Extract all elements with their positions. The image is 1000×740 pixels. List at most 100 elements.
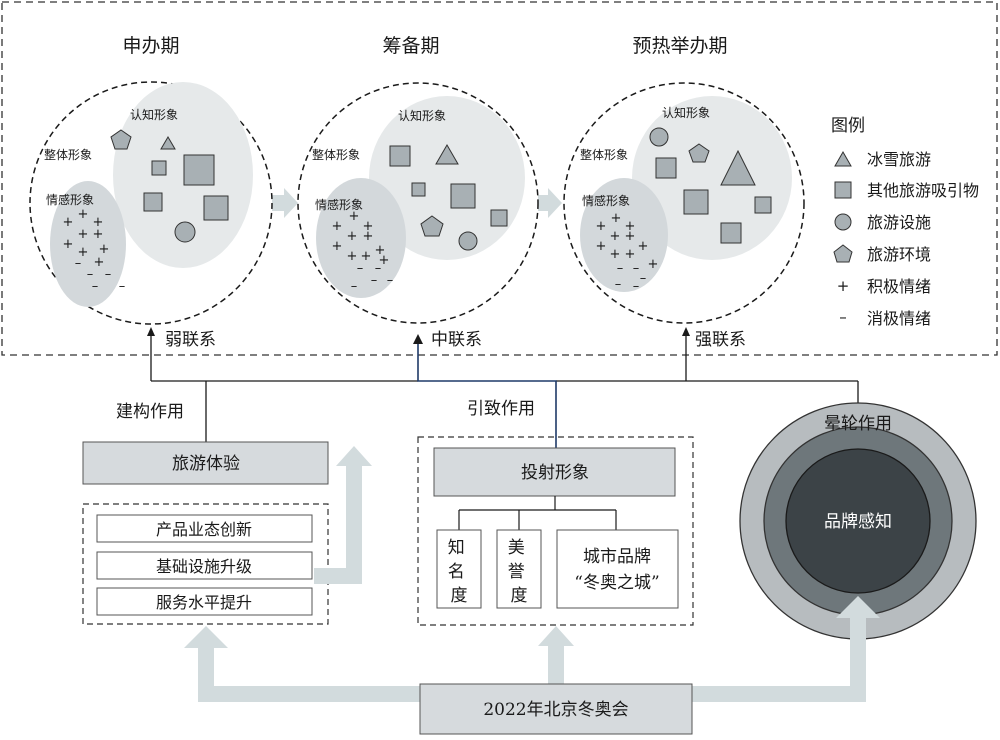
svg-text:+: + [638, 239, 649, 254]
svg-text:+: + [379, 253, 390, 268]
svg-text:+: + [611, 211, 622, 226]
stage-s2-cognitive-label: 认知形象 [398, 109, 446, 123]
cognitive-ellipse [632, 96, 792, 260]
svg-text:+: + [363, 229, 374, 244]
square-icon [143, 192, 163, 212]
stage-circle-s1: + ++ ++ ++ + + – –– –– [29, 81, 273, 325]
svg-text:+: + [375, 243, 386, 258]
svg-text:+: + [332, 239, 343, 254]
svg-text:–: – [119, 279, 126, 294]
svg-text:–: – [375, 261, 382, 276]
svg-text:–: – [357, 261, 364, 276]
tourism-experience-label: 旅游体验 [172, 454, 240, 474]
projected-group-frame [417, 436, 694, 626]
connection-lines [147, 327, 859, 442]
svg-text:+: + [361, 249, 372, 264]
svg-text:+: + [349, 209, 360, 224]
experience-item-label: 基础设施升级 [156, 557, 252, 576]
plus-icon: + [837, 277, 850, 295]
svg-text:+: + [596, 239, 607, 254]
experience-item-box [96, 514, 313, 543]
square-icon [834, 181, 852, 199]
triangle-icon [435, 144, 459, 165]
emotion-marks: + ++ ++ ++ ++ –– + –– – [332, 209, 394, 294]
induce-line [417, 340, 557, 448]
svg-text:+: + [78, 245, 89, 260]
svg-text:–: – [615, 277, 622, 292]
stage-s3-emotional-label: 情感形象 [582, 193, 630, 208]
projected-image-box [433, 447, 676, 497]
construct-label: 建构作用 [116, 402, 184, 422]
stage-circle-s3: + ++ ++ ++ ++ –– + – –– [563, 82, 805, 324]
svg-text:–: – [87, 267, 94, 282]
svg-text:+: + [78, 207, 89, 222]
svg-text:–: – [105, 267, 112, 282]
svg-text:–: – [640, 271, 647, 286]
stage-s3-overall-label: 整体形象 [580, 147, 628, 162]
olympics-arrow-left-shape [184, 626, 420, 702]
svg-text:+: + [596, 219, 607, 234]
stage-s2-overall-label: 整体形象 [312, 147, 360, 162]
svg-text:–: – [633, 261, 640, 276]
svg-text:+: + [63, 237, 74, 252]
olympics-box [419, 683, 693, 735]
square-icon [720, 222, 742, 244]
pentagon-icon [688, 143, 710, 163]
olympics-arrow-up [538, 626, 574, 686]
stage-s1-emotional-label: 情感形象 [46, 192, 94, 207]
triangle-icon [834, 150, 852, 167]
city-brand-box [556, 529, 679, 609]
pentagon-icon [420, 215, 444, 237]
feedback-arrow [314, 446, 372, 584]
fame-char: 度 [451, 586, 468, 606]
square-icon [203, 195, 229, 221]
svg-text:+: + [63, 215, 74, 230]
stage-arrow-2 [538, 188, 562, 218]
link-label-weak: 弱联系 [165, 330, 216, 350]
circle-icon [174, 221, 196, 243]
stage-title-s3: 预热举办期 [632, 35, 727, 57]
stage-s2-emotional-label: 情感形象 [315, 197, 363, 212]
stage-arrow-1 [272, 188, 298, 218]
svg-text:+: + [363, 219, 374, 234]
fame-char: 知 [448, 538, 465, 558]
emotional-ellipse [50, 181, 126, 307]
reputation-char: 誉 [508, 562, 525, 582]
experience-item-label: 服务水平提升 [156, 593, 252, 612]
legend: 图例 冰雪旅游 其他旅游吸引物 旅游设施 旅游环境 + 积极情绪 – 消极情绪 [831, 116, 979, 328]
city-brand-line2: “冬奥之城” [574, 573, 659, 593]
legend-item-label: 消极情绪 [867, 309, 931, 328]
svg-text:–: – [633, 279, 640, 294]
experience-item-box [96, 587, 313, 616]
olympics-arrow-right [692, 596, 880, 702]
experience-group-frame [82, 503, 329, 625]
circle-icon [649, 127, 669, 147]
square-icon [183, 154, 215, 186]
emotional-ellipse [580, 178, 668, 292]
brand-perception-label: 品牌感知 [824, 512, 892, 532]
svg-text:+: + [625, 247, 636, 262]
pentagon-icon [833, 244, 853, 263]
reputation-char: 美 [508, 538, 525, 558]
svg-text:+: + [610, 247, 621, 262]
svg-text:–: – [351, 279, 358, 294]
svg-text:+: + [347, 229, 358, 244]
svg-text:–: – [75, 256, 82, 271]
projected-tree [458, 496, 617, 530]
pentagon-icon [110, 129, 132, 150]
svg-text:+: + [610, 229, 621, 244]
svg-text:–: – [371, 273, 378, 288]
legend-item-label: 积极情绪 [867, 277, 931, 296]
emotion-marks: + ++ ++ ++ ++ –– + – –– [596, 211, 659, 294]
circle-icon [834, 213, 852, 231]
svg-text:+: + [93, 227, 104, 242]
reputation-char: 度 [511, 586, 528, 606]
svg-text:+: + [625, 229, 636, 244]
fame-box [436, 529, 482, 609]
cognitive-ellipse [369, 96, 525, 260]
arrow-head-mid [413, 334, 423, 344]
city-brand-line1: 城市品牌 [583, 547, 651, 567]
emotion-marks: + ++ ++ ++ + + – –– –– [63, 207, 126, 294]
square-icon [490, 209, 508, 227]
brand-rings [739, 402, 977, 640]
